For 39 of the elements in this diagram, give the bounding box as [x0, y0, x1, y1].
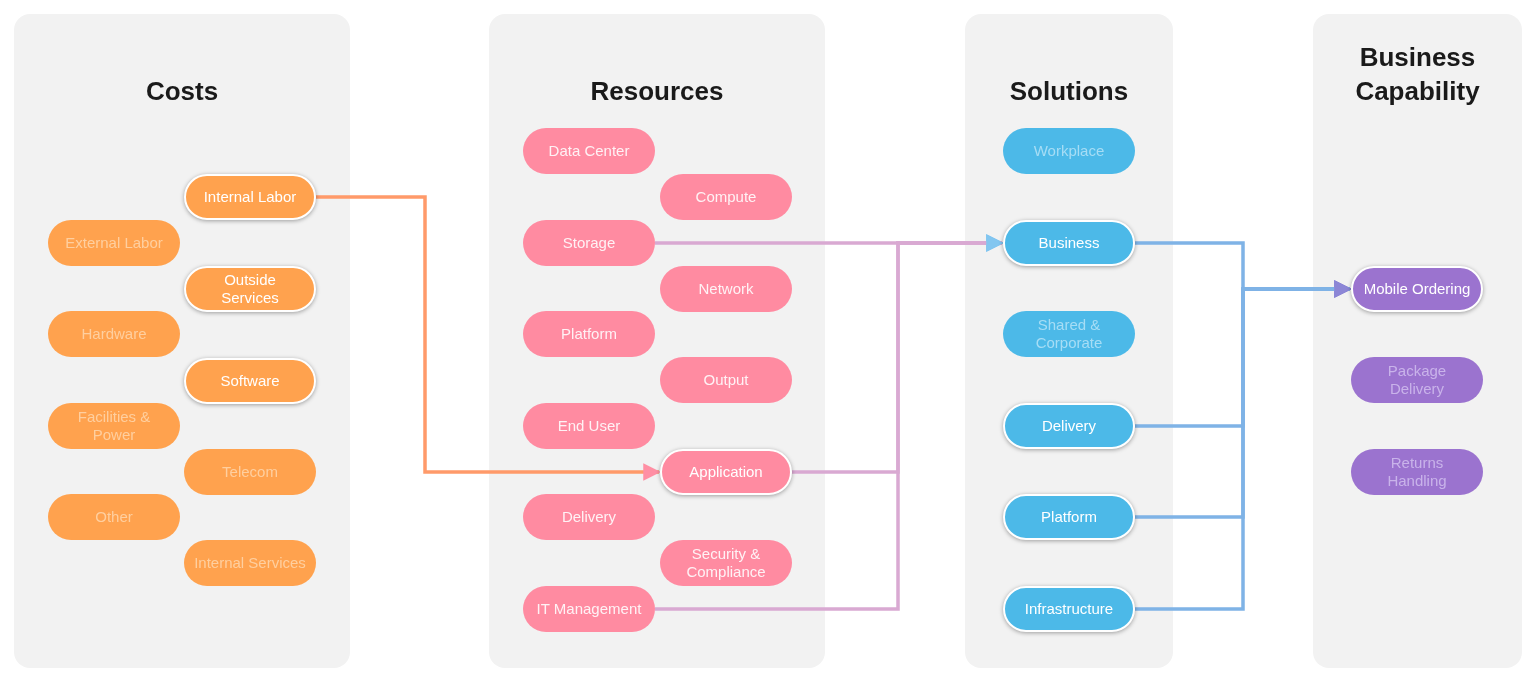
column-panel: [14, 14, 350, 668]
connector-arrow: [655, 234, 1004, 611]
category-pill: Internal Services: [184, 540, 316, 586]
category-pill: Package Delivery: [1351, 357, 1483, 403]
category-pill: Data Center: [523, 128, 655, 174]
connector-arrow: [316, 195, 661, 481]
column-heading: Solutions: [1009, 75, 1129, 108]
category-pill: Workplace: [1003, 128, 1135, 174]
category-pill: Other: [48, 494, 180, 540]
column-panel: [1313, 14, 1522, 668]
category-pill: External Labor: [48, 220, 180, 266]
column-panel: [965, 14, 1173, 668]
category-pill: Telecom: [184, 449, 316, 495]
category-pill: IT Management: [523, 586, 655, 632]
category-pill: Hardware: [48, 311, 180, 357]
column-heading: Costs: [145, 75, 219, 108]
highlighted-pill: Outside Services: [184, 266, 316, 312]
category-pill: End User: [523, 403, 655, 449]
column-heading: Resources: [590, 75, 724, 108]
highlighted-pill: Infrastructure: [1003, 586, 1135, 632]
category-pill: Facilities & Power: [48, 403, 180, 449]
category-pill: Output: [660, 357, 792, 403]
highlighted-pill: Mobile Ordering: [1351, 266, 1483, 312]
category-pill: Security & Compliance: [660, 540, 792, 586]
highlighted-pill: Application: [660, 449, 792, 495]
category-pill: Compute: [660, 174, 792, 220]
category-pill: Delivery: [523, 494, 655, 540]
category-pill: Network: [660, 266, 792, 312]
category-pill: Platform: [523, 311, 655, 357]
category-pill: Storage: [523, 220, 655, 266]
highlighted-pill: Delivery: [1003, 403, 1135, 449]
category-pill: Returns Handling: [1351, 449, 1483, 495]
highlighted-pill: Software: [184, 358, 316, 404]
category-pill: Shared & Corporate: [1003, 311, 1135, 357]
column-heading: Business Capability: [1354, 41, 1481, 108]
highlighted-pill: Internal Labor: [184, 174, 316, 220]
column-panel: [489, 14, 825, 668]
highlighted-pill: Platform: [1003, 494, 1135, 540]
highlighted-pill: Business: [1003, 220, 1135, 266]
